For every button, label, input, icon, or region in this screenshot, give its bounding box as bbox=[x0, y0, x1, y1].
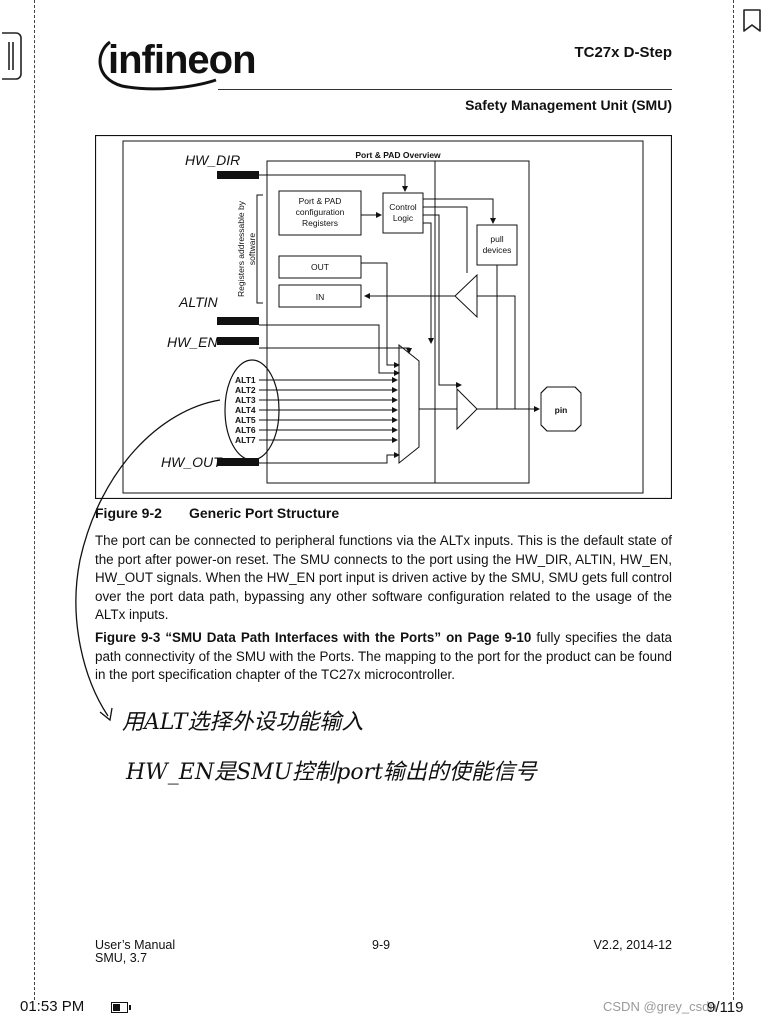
config-box-line-2: configuration bbox=[296, 207, 345, 217]
side-menu-icon[interactable] bbox=[0, 32, 22, 80]
alt-input-lines bbox=[259, 377, 398, 443]
body-paragraph-2-text: fully specifies the data path connectivi… bbox=[95, 630, 672, 682]
footer-manual-title: User’s Manual bbox=[95, 938, 176, 952]
pin-label: pin bbox=[555, 405, 568, 415]
body-paragraph-1: The port can be connected to peripheral … bbox=[95, 533, 672, 622]
handwritten-hw-en: HW_EN bbox=[167, 334, 218, 350]
infineon-logo: infineon bbox=[108, 38, 257, 82]
handwritten-hw-dir: HW_DIR bbox=[185, 152, 240, 168]
handwritten-note-1: 用ALT选择外设功能输入 bbox=[122, 710, 364, 735]
figure-outer-frame bbox=[95, 135, 672, 499]
page-counter[interactable]: 9/119 bbox=[707, 999, 744, 1016]
out-box-label: OUT bbox=[311, 262, 329, 272]
altin-output-bar bbox=[217, 317, 259, 325]
alt4-label: ALT4 bbox=[235, 405, 256, 415]
hw-en-input-bar bbox=[217, 337, 259, 345]
footer-page-number: 9-9 bbox=[372, 938, 391, 952]
footer-release: V2.2, 2014-12 bbox=[593, 938, 672, 952]
handwritten-hw-out: HW_OUT bbox=[161, 454, 223, 470]
pull-box-line-1: pull bbox=[490, 234, 503, 244]
left-margin-line bbox=[34, 0, 35, 1000]
side-label-line-2: software bbox=[247, 233, 257, 265]
pull-box-line-2: devices bbox=[483, 245, 512, 255]
figure-reference-link[interactable]: Figure 9-3 “SMU Data Path Interfaces wit… bbox=[95, 630, 532, 645]
alt6-label: ALT6 bbox=[235, 425, 256, 435]
body-paragraph-2: Figure 9-3 “SMU Data Path Interfaces wit… bbox=[95, 629, 672, 685]
config-box-line-3: Registers bbox=[302, 218, 338, 228]
handwritten-altin: ALTIN bbox=[178, 294, 219, 310]
figure-inner-frame bbox=[122, 140, 644, 494]
footer-version-line: SMU, 3.7 bbox=[95, 951, 148, 965]
status-time: 01:53 PM bbox=[20, 998, 85, 1015]
figure-title: Port & PAD Overview bbox=[355, 150, 441, 160]
out-register-box bbox=[278, 255, 362, 279]
alt7-label: ALT7 bbox=[235, 435, 256, 445]
header-rule bbox=[218, 89, 672, 90]
side-brace bbox=[256, 194, 263, 304]
handwritten-arrow bbox=[75, 399, 221, 722]
input-buffer bbox=[454, 273, 478, 319]
hw-out-input-bar bbox=[217, 458, 259, 466]
output-buffer bbox=[456, 387, 478, 431]
csdn-watermark: CSDN @grey_csdn bbox=[603, 999, 717, 1014]
right-margin-line bbox=[733, 0, 734, 1000]
side-label-line-1: Registers addressable by bbox=[236, 200, 246, 297]
in-register-box bbox=[278, 284, 362, 308]
alt5-label: ALT5 bbox=[235, 415, 256, 425]
footer-manual: User’s Manual SMU, 3.7 bbox=[95, 939, 175, 965]
config-registers-box bbox=[278, 190, 362, 236]
alt3-label: ALT3 bbox=[235, 395, 256, 405]
port-structure-diagram: Port & PAD Overview Port & PAD configura… bbox=[95, 135, 672, 499]
hw-dir-input-bar bbox=[217, 171, 259, 179]
in-box-label: IN bbox=[316, 292, 325, 302]
figure-caption-text: Generic Port Structure bbox=[189, 505, 340, 521]
output-multiplexer bbox=[398, 343, 420, 465]
alt1-label: ALT1 bbox=[235, 375, 256, 385]
section-title: Safety Management Unit (SMU) bbox=[465, 97, 672, 113]
control-logic-box bbox=[382, 192, 424, 234]
figure-number: Figure 9-2 bbox=[95, 505, 162, 521]
figure-caption: Figure 9-2 Generic Port Structure bbox=[95, 505, 339, 521]
output-stage-region bbox=[434, 160, 530, 484]
alt2-label: ALT2 bbox=[235, 385, 256, 395]
config-box-line-1: Port & PAD bbox=[299, 196, 342, 206]
handwritten-note-2: HW_EN是SMU控制port输出的使能信号 bbox=[126, 760, 537, 785]
bookmark-icon[interactable] bbox=[742, 8, 762, 34]
battery-icon bbox=[111, 1002, 131, 1013]
control-box-line-1: Control bbox=[389, 202, 417, 212]
control-box-line-2: Logic bbox=[393, 213, 414, 223]
infineon-logo-swoosh bbox=[98, 40, 217, 91]
document-title: TC27x D-Step bbox=[574, 44, 672, 61]
